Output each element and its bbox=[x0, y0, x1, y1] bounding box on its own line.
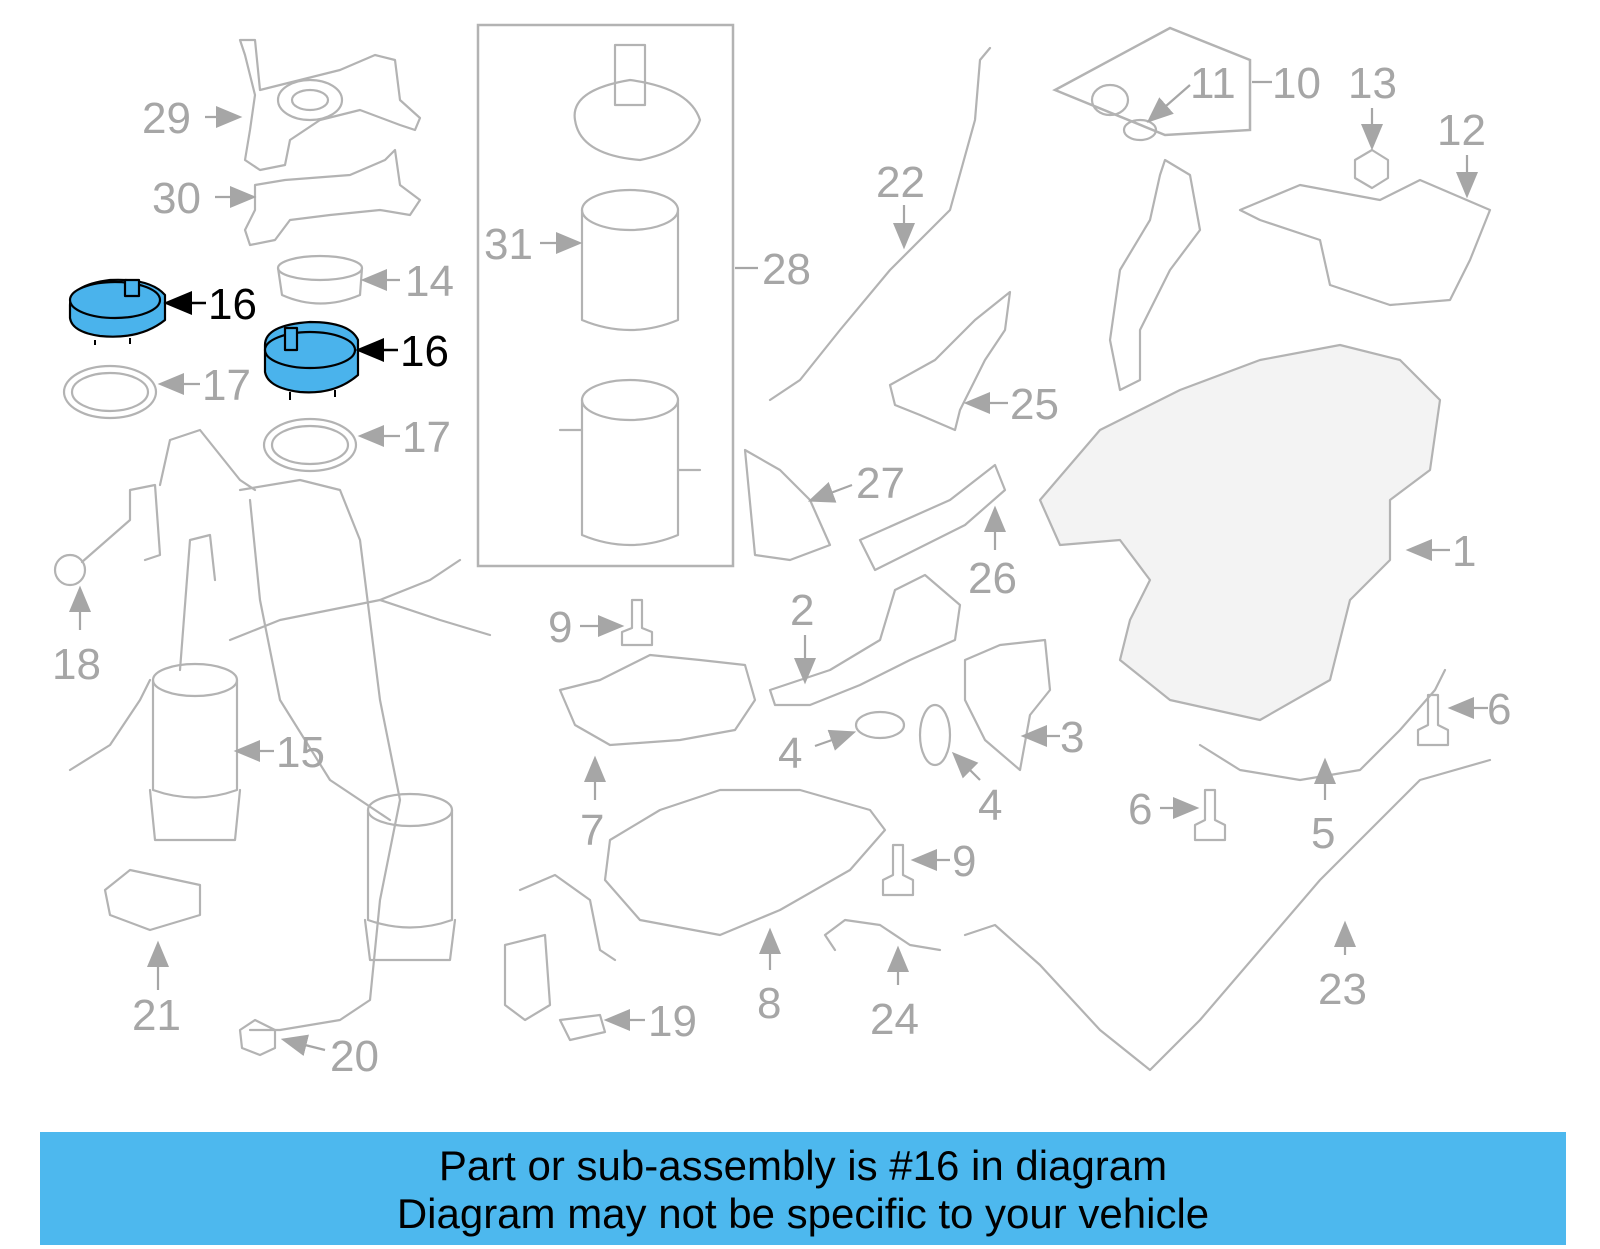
callout-31: 31 bbox=[484, 220, 533, 269]
part-16-pump-flange-a bbox=[68, 278, 167, 345]
part-30-bracket bbox=[243, 148, 422, 247]
part-27-shield bbox=[743, 448, 832, 562]
callout-4-b: 4 bbox=[978, 781, 1002, 830]
callout-26: 26 bbox=[968, 554, 1017, 603]
part-26-rail bbox=[858, 463, 1007, 572]
callout-9-b: 9 bbox=[952, 837, 976, 886]
callout-28: 28 bbox=[762, 245, 811, 294]
callout-3: 3 bbox=[1060, 713, 1084, 762]
part-29-bracket bbox=[238, 38, 422, 172]
callout-19: 19 bbox=[648, 997, 697, 1046]
callout-22: 22 bbox=[876, 158, 925, 207]
callout-8: 8 bbox=[757, 979, 781, 1028]
banner-line-2: Diagram may not be specific to your vehi… bbox=[396, 1190, 1210, 1237]
part-10-11-cap-box bbox=[1052, 26, 1252, 142]
callouts: 29 30 14 16 16 17 17 31 28 22 11 10 13 1… bbox=[52, 59, 1511, 1081]
part-9-bolt-a bbox=[620, 598, 654, 647]
callout-9-a: 9 bbox=[548, 603, 572, 652]
callout-15: 15 bbox=[276, 728, 325, 777]
callout-4-a: 4 bbox=[778, 729, 802, 778]
part-17-gasket-a bbox=[62, 364, 158, 420]
callout-1: 1 bbox=[1452, 527, 1476, 576]
callout-16-a: 16 bbox=[208, 280, 257, 329]
part-16-pump-flange-b bbox=[263, 320, 360, 400]
banner-line-1: Part or sub-assembly is #16 in diagram bbox=[438, 1142, 1168, 1189]
part-19-tab bbox=[558, 1013, 607, 1042]
callout-12: 12 bbox=[1437, 106, 1486, 155]
info-banner: Part or sub-assembly is #16 in diagram D… bbox=[40, 1132, 1566, 1245]
callout-6-b: 6 bbox=[1128, 785, 1152, 834]
part-12-heat-shield bbox=[1238, 178, 1492, 307]
callout-14: 14 bbox=[405, 257, 454, 306]
part-31-fuel-filter bbox=[558, 43, 702, 547]
part-20-clip bbox=[238, 1018, 277, 1057]
callout-2: 2 bbox=[790, 586, 814, 635]
part-5-strap bbox=[1198, 668, 1447, 782]
callout-20: 20 bbox=[330, 1032, 379, 1081]
part-22-line bbox=[768, 46, 992, 402]
callout-18: 18 bbox=[52, 640, 101, 689]
part-1-fuel-tank bbox=[1038, 343, 1442, 722]
callout-13: 13 bbox=[1348, 59, 1397, 108]
callout-7: 7 bbox=[580, 806, 604, 855]
part-18-level-sender bbox=[53, 428, 257, 587]
part-25-shield bbox=[888, 290, 1012, 432]
callout-27: 27 bbox=[856, 459, 905, 508]
part-3-shield bbox=[963, 638, 1052, 772]
part-14-lock-ring bbox=[276, 254, 364, 305]
part-4-oring bbox=[918, 703, 952, 767]
callout-17-a: 17 bbox=[202, 361, 251, 410]
part-24-clip bbox=[823, 918, 942, 952]
callout-11: 11 bbox=[1190, 59, 1236, 108]
part-4-grommet bbox=[854, 710, 906, 740]
part-17-gasket-b bbox=[262, 417, 358, 473]
callout-6-a: 6 bbox=[1487, 685, 1511, 734]
part-19-sender bbox=[503, 873, 617, 1022]
callout-30: 30 bbox=[152, 174, 201, 223]
callout-5: 5 bbox=[1311, 809, 1335, 858]
callout-16-b: 16 bbox=[400, 327, 449, 376]
callout-17-b: 17 bbox=[402, 413, 451, 462]
part-21-module bbox=[103, 868, 202, 932]
callout-24: 24 bbox=[870, 995, 919, 1044]
callout-21: 21 bbox=[132, 991, 181, 1040]
part-6-bolt-a bbox=[1416, 693, 1450, 747]
part-9-bolt-b bbox=[881, 843, 915, 897]
part-pump-module bbox=[363, 792, 457, 962]
part-15-fuel-pump bbox=[68, 533, 242, 842]
part-7-shield bbox=[558, 653, 757, 747]
part-harness bbox=[228, 478, 492, 1032]
part-28-assembly-box bbox=[476, 23, 735, 568]
callout-10: 10 bbox=[1272, 59, 1321, 108]
part-8-skid-plate bbox=[603, 788, 887, 937]
callout-23: 23 bbox=[1318, 965, 1367, 1014]
part-13-nut bbox=[1353, 148, 1390, 190]
part-filler-neck bbox=[1108, 158, 1202, 392]
part-6-bolt-b bbox=[1193, 788, 1227, 842]
part-2-bracket bbox=[768, 573, 962, 707]
callout-29: 29 bbox=[142, 94, 191, 143]
callout-25: 25 bbox=[1010, 380, 1059, 429]
part-23-line bbox=[963, 758, 1492, 1072]
